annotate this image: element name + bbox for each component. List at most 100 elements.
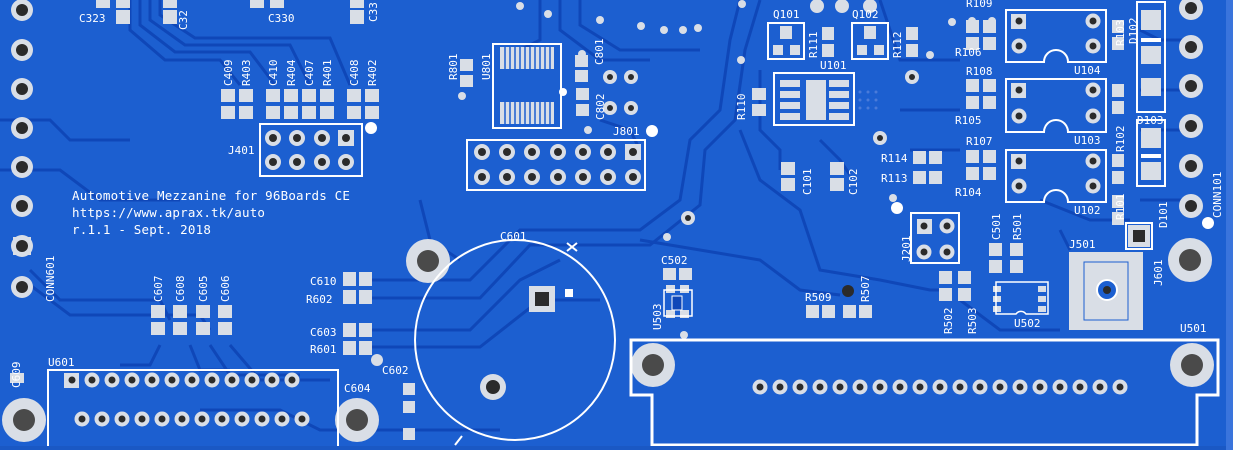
label-c610: C610 [310, 275, 337, 288]
label-r113: R113 [881, 172, 908, 185]
j401-header [259, 122, 377, 177]
label-d101: D101 [1157, 202, 1170, 229]
label-d102: D102 [1127, 18, 1140, 45]
conn101-connector [1179, 0, 1203, 218]
u503-area [663, 268, 693, 318]
label-c605: C605 [197, 276, 210, 303]
c600-cap-row [10, 305, 232, 383]
q101-q102-area [767, 0, 918, 60]
label-r109: R109 [966, 0, 993, 10]
board-edge [0, 446, 1233, 450]
label-c502: C502 [661, 254, 688, 267]
label-r114: R114 [881, 152, 908, 165]
label-u501: U501 [1180, 322, 1207, 335]
u601-connector [47, 369, 339, 450]
label-r106: R106 [955, 46, 982, 59]
c601-capacitor [414, 239, 616, 446]
j801-header [466, 125, 658, 191]
label-c501: C501 [990, 214, 1003, 241]
mounting-holes [2, 238, 1214, 442]
label-r601: R601 [310, 343, 337, 356]
diodes [1125, 1, 1214, 250]
board-note-url: https://www.aprax.tk/auto [72, 205, 265, 220]
label-u103: U103 [1074, 134, 1101, 147]
label-c408: C408 [348, 60, 361, 87]
label-r103: R103 [1114, 20, 1127, 47]
label-r503: R503 [966, 308, 979, 335]
label-u601: U601 [48, 356, 75, 369]
label-c410: C410 [267, 60, 280, 87]
label-c606: C606 [219, 276, 232, 303]
label-u503: U503 [651, 304, 664, 331]
top-left-pads [96, 0, 364, 24]
label-r501: R501 [1011, 214, 1024, 241]
label-r104: R104 [955, 186, 982, 199]
conn601-connector [11, 0, 33, 298]
label-r403: R403 [240, 60, 253, 87]
label-j201: J201 [900, 236, 913, 263]
label-r509: R509 [805, 291, 832, 304]
label-q102: Q102 [852, 8, 879, 21]
r113-r114 [913, 151, 942, 184]
vias [516, 0, 996, 339]
label-c608: C608 [174, 276, 187, 303]
label-conn601: CONN601 [44, 256, 57, 302]
label-r111: R111 [807, 32, 820, 59]
label-c102: C102 [847, 169, 860, 196]
label-j401: J401 [228, 144, 255, 157]
u501-connector [629, 338, 1220, 447]
r600-pads [343, 272, 415, 440]
r400-resistor-row [221, 89, 379, 119]
label-j501: J501 [1069, 238, 1096, 251]
board-right-edge [1226, 0, 1233, 450]
label-c603: C603 [310, 326, 337, 339]
label-r112: R112 [891, 32, 904, 59]
label-c801: C801 [593, 39, 606, 66]
label-c33x: C33 [367, 2, 380, 22]
label-u801: U801 [480, 54, 493, 81]
label-c409: C409 [222, 60, 235, 87]
u502-area [806, 243, 1049, 318]
label-j601: J601 [1152, 260, 1165, 287]
label-c601: C601 [500, 230, 527, 243]
label-r402: R402 [366, 60, 379, 87]
label-r101: R101 [1114, 194, 1127, 221]
label-c323: C323 [79, 12, 106, 25]
label-u502: U502 [1014, 317, 1041, 330]
label-r401: R401 [321, 60, 334, 87]
label-conn101: CONN101 [1211, 172, 1224, 218]
label-q101: Q101 [773, 8, 800, 21]
label-r602: R602 [306, 293, 333, 306]
label-u101: U101 [820, 59, 847, 72]
label-c609: C609 [10, 362, 23, 389]
label-r107: R107 [966, 135, 993, 148]
u10x-optocouplers [1005, 9, 1107, 203]
label-r110: R110 [735, 94, 748, 121]
label-c101: C101 [801, 169, 814, 196]
via-dark [842, 285, 854, 297]
label-r507: R507 [859, 276, 872, 303]
label-c407: C407 [303, 60, 316, 87]
label-d103: D103 [1137, 114, 1164, 127]
label-r502: R502 [942, 308, 955, 335]
r100-pads [966, 20, 1124, 225]
label-c802: C802 [594, 94, 607, 121]
board-note-title: Automotive Mezzanine for 96Boards CE [72, 188, 350, 203]
label-r102: R102 [1114, 126, 1127, 153]
label-c604: C604 [344, 382, 371, 395]
label-u102: U102 [1074, 204, 1101, 217]
label-c607: C607 [152, 276, 165, 303]
label-c32x: C32 [177, 10, 190, 30]
board-note-revision: r.1.1 - Sept. 2018 [72, 222, 211, 237]
label-r801: R801 [447, 54, 460, 81]
label-r404: R404 [285, 59, 298, 86]
label-c330: C330 [268, 12, 295, 25]
label-r108: R108 [966, 65, 993, 78]
j501-jack [1069, 252, 1143, 330]
c101-c102 [781, 162, 844, 191]
u101-ic [752, 72, 878, 126]
label-c602: C602 [382, 364, 409, 377]
j201-header [891, 202, 960, 264]
u801-ic [492, 43, 567, 129]
